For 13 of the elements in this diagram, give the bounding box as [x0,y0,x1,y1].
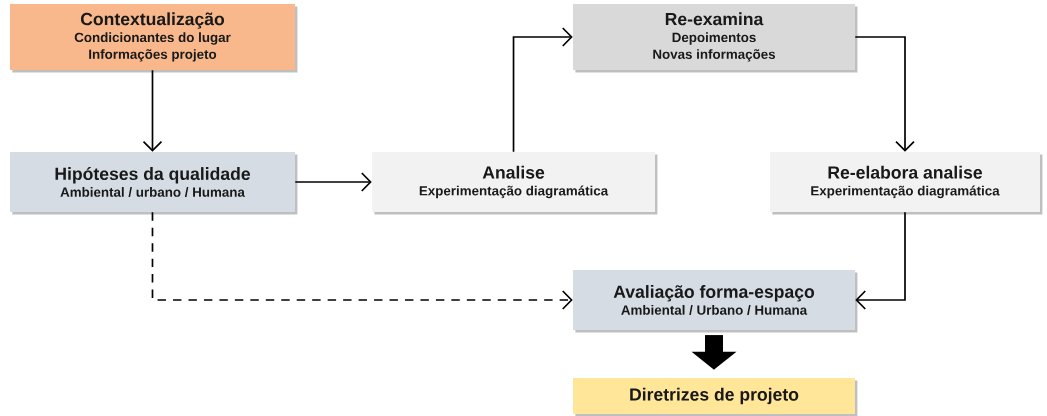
process-box: Re-examina Depoimentos Novas informações [573,4,858,73]
process-box: Re-elabora analise Experimentação diagramática [770,152,1043,215]
process-box: Hipóteses da qualidade Ambiental / urbano / Humana [10,152,298,215]
arrow [294,172,372,192]
process-box: Analise Experimentação diagramática [372,152,658,215]
arrow [151,211,573,310]
arrow [855,211,906,310]
process-box: Avaliação forma-espaço Ambiental / Urbano / Humana [573,270,858,333]
result-box: Diretrizes de projeto [573,378,858,416]
process-box: Contextualização Condicionantes do lugar Informações projeto [10,4,298,73]
arrow [512,27,573,153]
arrow [142,69,163,152]
arrow [854,36,915,152]
